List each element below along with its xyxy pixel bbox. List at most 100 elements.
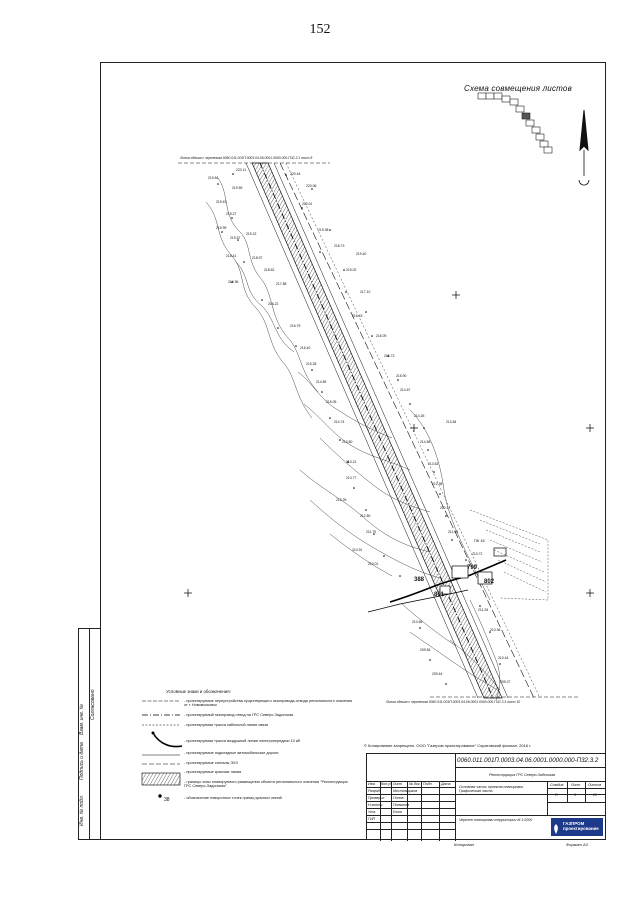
elev: 215.28 bbox=[306, 362, 317, 366]
stage-value: П bbox=[555, 793, 558, 797]
elev: 218.97 bbox=[252, 256, 263, 260]
header-cell: Кол.уч bbox=[381, 782, 392, 786]
elev: 214.89 bbox=[316, 380, 327, 384]
elev: 216.43 bbox=[352, 314, 363, 318]
title-block: 0060.011.001П.0003.04.06.0001.0000.000-П… bbox=[366, 753, 606, 841]
elev: 213.80 bbox=[342, 440, 353, 444]
elev: 210.66 bbox=[412, 620, 423, 624]
elev: 218.62 bbox=[264, 268, 275, 272]
turn-point-label: 388 bbox=[414, 577, 425, 583]
turn-point-label: 801 bbox=[434, 592, 445, 598]
name-cell: Ежов bbox=[393, 810, 402, 814]
legend-item: - проектируемые подъездные автомобильные… bbox=[184, 751, 279, 755]
legend-item: - проектируемый газопровод отвод на ГРС … bbox=[184, 713, 294, 717]
planned-zone-hatched bbox=[251, 162, 503, 699]
elev: 214.58 bbox=[420, 440, 431, 444]
copied-by: Копировал bbox=[454, 842, 474, 847]
sheet-format: Формат A3 bbox=[566, 842, 588, 847]
station-buildings bbox=[439, 547, 507, 595]
legend-item: - проектируемая трасса кабельной линии с… bbox=[184, 723, 269, 727]
company-logo: ГАЗПРОМ проектирование bbox=[551, 818, 603, 836]
drawing-name: Чертеж планировки территории М 1:2000 bbox=[459, 818, 533, 822]
role-cell: ГИП bbox=[368, 817, 376, 821]
elev: 216.40 bbox=[300, 346, 311, 350]
legend-item: - границы зоны планируемого размещения о… bbox=[184, 780, 348, 789]
elev: 216.96 bbox=[228, 280, 239, 284]
match-line-bottom: Линия сдвига с чертежом 0060.011.001П.00… bbox=[386, 700, 521, 704]
page-number: 152 bbox=[309, 22, 331, 37]
turn-point-label: 799 bbox=[467, 565, 478, 571]
elev: 209.84 bbox=[420, 648, 431, 652]
role-cell: Проверил bbox=[368, 796, 385, 800]
elev: 213.84 bbox=[446, 420, 457, 424]
stage-value: 21 bbox=[593, 793, 597, 797]
legend-title: Условные знаки и обозначения: bbox=[166, 689, 231, 694]
elev: 213.21 bbox=[346, 460, 357, 464]
existing-pipeline bbox=[279, 162, 535, 699]
elev: 212.39 bbox=[336, 498, 347, 502]
legend-item: - проектируемые переустройства существую… bbox=[184, 699, 353, 708]
stage-value: 9 bbox=[574, 793, 576, 797]
header-cell: № док. bbox=[409, 782, 421, 786]
elev: 219.57 bbox=[230, 236, 241, 240]
elev: 219.38 bbox=[318, 228, 329, 232]
elev: 216.22 bbox=[268, 302, 279, 306]
approval-strip bbox=[89, 628, 100, 840]
elev: 220.06 bbox=[306, 184, 317, 188]
stage-label: Листов bbox=[588, 783, 602, 787]
elev: 215.73 bbox=[384, 354, 395, 358]
elev: 215.90 bbox=[396, 374, 407, 378]
header-cell: Изм. bbox=[368, 782, 376, 786]
elev: 211.28 bbox=[478, 608, 489, 612]
elev: 219.02 bbox=[346, 268, 357, 272]
approval-strip-outer bbox=[78, 628, 89, 840]
elev: 219.43 bbox=[216, 200, 227, 204]
gazprom-flame-icon bbox=[552, 821, 560, 834]
header-cell: Подп. bbox=[423, 782, 433, 786]
elev: 218.41 bbox=[226, 254, 237, 258]
elev: 211.45 bbox=[448, 530, 459, 534]
elev: 214.67 bbox=[400, 388, 411, 392]
elev: 210.01 bbox=[368, 562, 379, 566]
header-cell: Лист bbox=[393, 782, 403, 786]
turn-point-label: 802 bbox=[484, 579, 495, 585]
drawing-sheet bbox=[100, 62, 606, 840]
elev: 219.22 bbox=[246, 232, 257, 236]
north-arrow-icon bbox=[578, 109, 590, 186]
stage-label: Стадия bbox=[550, 783, 564, 787]
elev: 209.27 bbox=[500, 680, 511, 684]
elev: 216.09 bbox=[376, 334, 387, 338]
elev: 210.91 bbox=[352, 548, 363, 552]
role-cell: Н.контр. bbox=[368, 803, 384, 807]
name-cell: Мостовщиков bbox=[393, 789, 418, 793]
elev: 216.79 bbox=[290, 324, 301, 328]
header-cell: Дата bbox=[441, 782, 451, 786]
elev: 217.88 bbox=[276, 282, 287, 286]
elev: 219.27 bbox=[226, 212, 237, 216]
legend-symbols bbox=[141, 700, 181, 798]
elev: 219.84 bbox=[208, 176, 219, 180]
elev: 213.77 bbox=[346, 476, 357, 480]
elev: 213.62 bbox=[428, 462, 439, 466]
elev: 212.80 bbox=[360, 514, 371, 518]
elev: 210.44 bbox=[498, 656, 509, 660]
elev: 214.74 bbox=[334, 420, 345, 424]
match-line-top: Линия сдвига с чертежом 0060.011.001П.00… bbox=[180, 156, 313, 160]
elev: 212.17 bbox=[440, 506, 451, 510]
picket-label: ПК 16 bbox=[474, 538, 485, 543]
copyright-note: © Копирование запрещено. ООО "Газпром пр… bbox=[364, 743, 532, 748]
sheet-scheme bbox=[477, 92, 553, 154]
legend-item: - проектируемые сигналы ЭХЗ bbox=[184, 761, 238, 765]
stage-label: Лист bbox=[571, 783, 581, 787]
elev: 218.73 bbox=[334, 244, 345, 248]
elev: 215.05 bbox=[326, 400, 337, 404]
elev: 214.26 bbox=[414, 414, 425, 418]
sheet-scheme-title: Схема совмещения листов bbox=[464, 84, 572, 93]
legend-point-number: 38 bbox=[164, 797, 170, 803]
elev: 210.72 bbox=[472, 552, 483, 556]
section-name: Основная часть проекта планировки. Графи… bbox=[459, 785, 525, 794]
elev: 220.44 bbox=[290, 172, 301, 176]
role-cell: Утв. bbox=[368, 810, 377, 814]
pipeline-axis bbox=[259, 162, 494, 699]
